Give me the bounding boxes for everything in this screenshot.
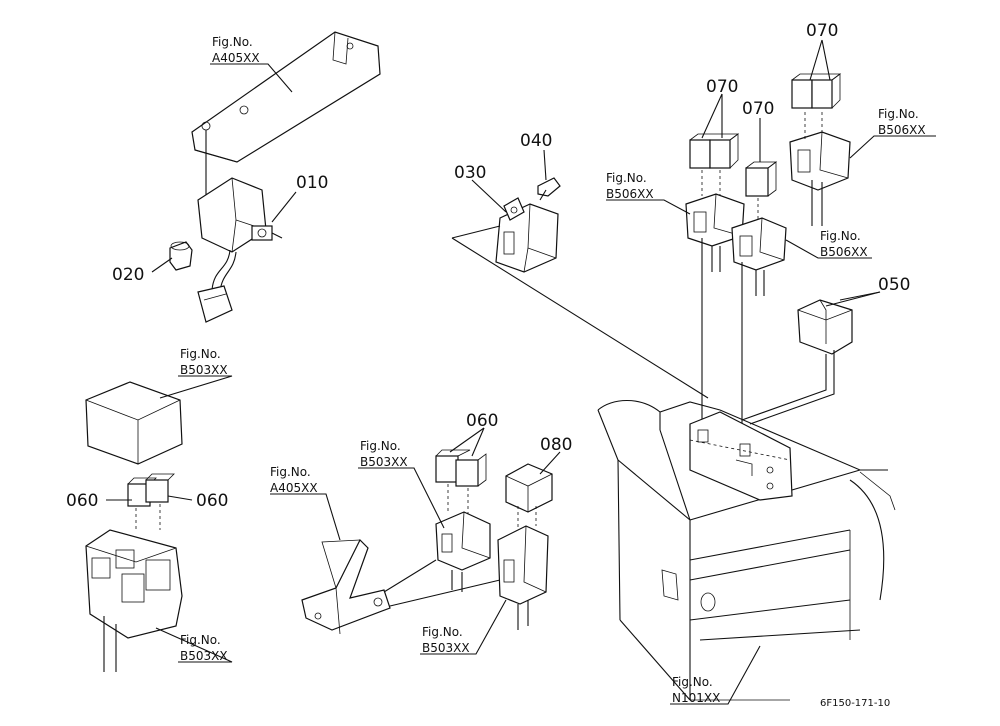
fig-ref-b503-bottom-left-code: B503XX xyxy=(180,649,228,663)
part-label-040: 040 xyxy=(520,131,552,151)
relay-group-070 xyxy=(685,73,851,440)
part-label-070-top: 070 xyxy=(806,21,838,41)
fig-ref-a405-top-code: A405XX xyxy=(212,51,260,65)
fig-ref-b506-lower-label: Fig.No. xyxy=(820,229,861,243)
part-label-080: 080 xyxy=(540,435,572,455)
timer-relay xyxy=(451,177,709,399)
fig-ref-b506-left-label: Fig.No. xyxy=(606,171,647,185)
part-number-labels: 010 020 030 040 070 070 070 050 060 060 … xyxy=(66,21,910,511)
lower-relay-assembly xyxy=(301,449,553,635)
leader-lines xyxy=(106,39,936,705)
fig-ref-b503-bottom-left-label: Fig.No. xyxy=(180,633,221,647)
relay-pair-050 xyxy=(741,299,853,425)
fig-ref-b506-lower-code: B506XX xyxy=(820,245,868,259)
fig-ref-b503-cover-label: Fig.No. xyxy=(180,347,221,361)
frame-panel xyxy=(597,400,896,701)
fig-ref-b503-mid-label: Fig.No. xyxy=(360,439,401,453)
fig-ref-n101-label: Fig.No. xyxy=(672,675,713,689)
part-label-070-single: 070 xyxy=(742,99,774,119)
drawing-code: 6F150-171-10 xyxy=(820,698,890,709)
part-label-050: 050 xyxy=(878,275,910,295)
fig-ref-b503-bottom-center-code: B503XX xyxy=(422,641,470,655)
part-label-020: 020 xyxy=(112,265,144,285)
fig-ref-b506-left-code: B506XX xyxy=(606,187,654,201)
fig-ref-a405-top-label: Fig.No. xyxy=(212,35,253,49)
part-label-010: 010 xyxy=(296,173,328,193)
fig-ref-b506-right-code: B506XX xyxy=(878,123,926,137)
fig-ref-b503-cover-code: B503XX xyxy=(180,363,228,377)
fig-ref-b503-mid-code: B503XX xyxy=(360,455,408,469)
part-label-060-right: 060 xyxy=(196,491,228,511)
figure-references: Fig.No. A405XX Fig.No. B503XX Fig.No. B5… xyxy=(180,35,926,705)
fig-ref-b503-bottom-center-label: Fig.No. xyxy=(422,625,463,639)
fig-ref-a405-lower-code: A405XX xyxy=(270,481,318,495)
fig-ref-b506-right-label: Fig.No. xyxy=(878,107,919,121)
fig-ref-a405-lower-label: Fig.No. xyxy=(270,465,311,479)
fig-ref-n101-code: N101XX xyxy=(672,691,720,705)
part-label-060-center: 060 xyxy=(466,411,498,431)
part-label-060-left: 060 xyxy=(66,491,98,511)
bracket-assembly xyxy=(169,31,381,323)
part-label-070-mid: 070 xyxy=(706,77,738,97)
relay-box-assembly xyxy=(85,381,183,672)
part-label-030: 030 xyxy=(454,163,486,183)
